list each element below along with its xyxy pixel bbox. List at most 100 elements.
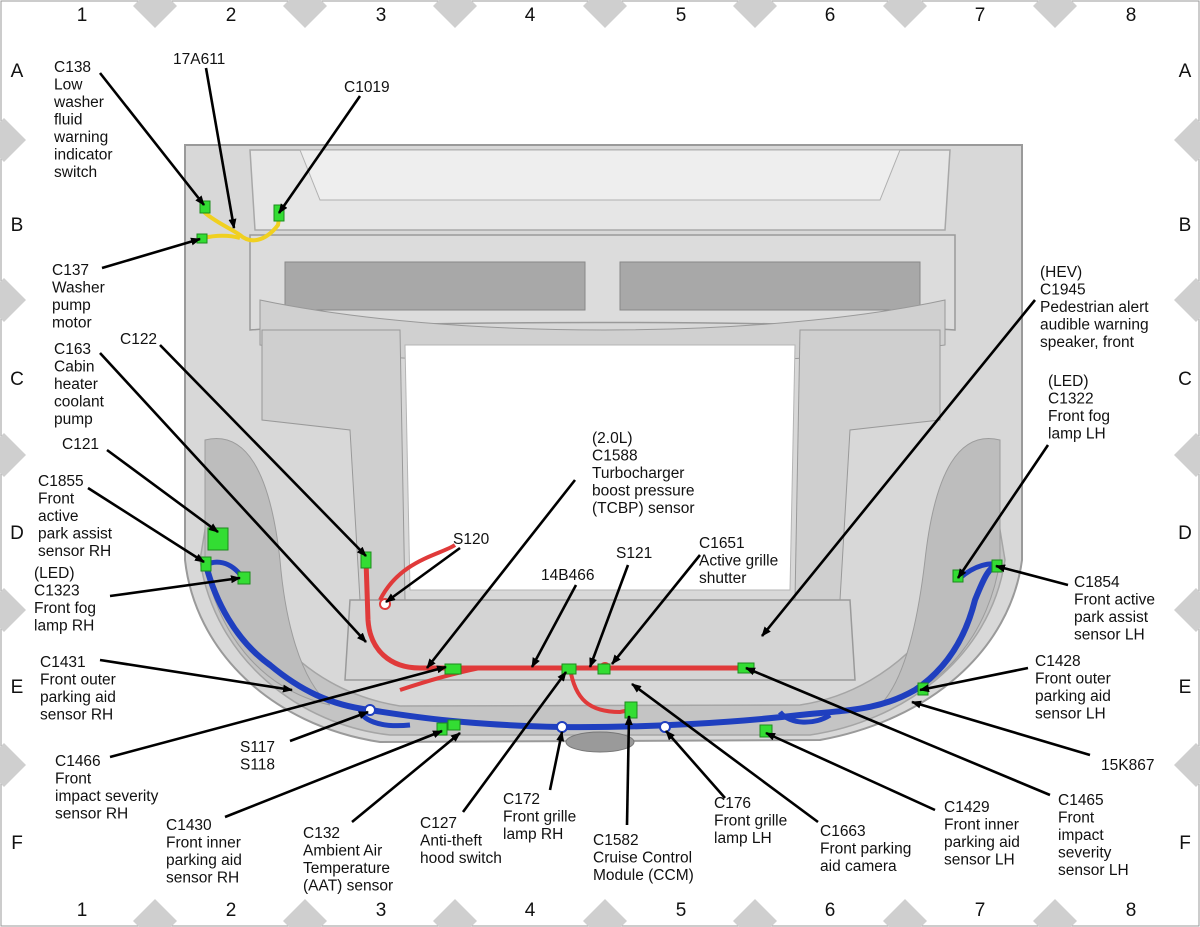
callout-line: (2.0L) [592, 430, 633, 447]
grid-row-label: A [1179, 61, 1192, 82]
harness-yellow-branch [203, 233, 241, 240]
callout-line: Front inner [166, 835, 241, 852]
callout-line: switch [54, 164, 97, 181]
grid-col-label: 8 [1126, 900, 1137, 921]
callout-line: Ambient Air [303, 843, 382, 860]
callout-15k867: 15K867 [1101, 757, 1154, 774]
leader-17a611 [204, 67, 237, 229]
callout-line: Front inner [944, 817, 1019, 834]
callout-line: parking aid [166, 852, 242, 869]
callout-line: Cruise Control [593, 850, 692, 867]
callout-line: park assist [1074, 609, 1149, 626]
callout-line: active [38, 508, 79, 525]
callout-line: C1323 [34, 583, 80, 600]
leader-c1588 [425, 479, 577, 669]
callout-line: warning [53, 129, 108, 146]
grid-marker [133, 899, 177, 927]
callout-line: Front active [1074, 592, 1155, 609]
callout-line: C1945 [1040, 282, 1086, 299]
harness-blue-drop-2 [778, 710, 832, 725]
leader-c1429 [765, 731, 936, 812]
grid-col-label: 2 [226, 5, 237, 26]
callout-line: Front [38, 491, 75, 508]
grid-row-label: B [1179, 215, 1192, 236]
grid-marker [1174, 743, 1200, 787]
leader-c1465 [745, 666, 1051, 797]
harness-red [363, 559, 750, 671]
grid-row-label: C [10, 369, 24, 390]
callout-s121: S121 [616, 545, 652, 562]
callout-line: heater [54, 376, 98, 393]
leader-c1651 [610, 554, 702, 665]
callout-line: sensor RH [55, 806, 128, 823]
callout-c121: C121 [62, 436, 99, 453]
callout-line: S120 [453, 531, 490, 548]
grid-labels-left: A B C D E F [10, 61, 24, 854]
grid-col-label: 5 [676, 900, 687, 921]
grid-row-label: D [10, 523, 24, 544]
callout-line: lamp LH [714, 830, 772, 847]
callout-line: indicator [54, 147, 113, 164]
callout-line: boost pressure [592, 483, 695, 500]
grid-col-label: 3 [376, 900, 387, 921]
callout-line: pump [52, 297, 91, 314]
callout-line: C1429 [944, 799, 990, 816]
grid-col-label: 4 [525, 5, 536, 26]
grid-col-label: 1 [77, 900, 88, 921]
callout-line: C1322 [1048, 391, 1094, 408]
leader-c122 [159, 344, 367, 557]
callout-line: C1588 [592, 448, 638, 465]
grid-row-label: B [11, 215, 24, 236]
leader-c1855 [87, 486, 205, 564]
callout-line: sensor RH [40, 707, 113, 724]
grid-row-label: D [1178, 523, 1192, 544]
leader-c132 [351, 731, 461, 824]
harness-red-branch-2 [399, 666, 481, 692]
grid-marker [883, 899, 927, 927]
grid-marker [583, 0, 627, 28]
callout-line: sensor LH [944, 852, 1015, 869]
callout-line: severity [1058, 845, 1112, 862]
grid-marker [1033, 0, 1077, 28]
emblem [565, 731, 635, 753]
leader-c127 [461, 671, 568, 813]
grid-marker [0, 743, 26, 787]
callout-line: C1428 [1035, 653, 1081, 670]
grid-col-label: 4 [525, 900, 536, 921]
callout-line: aid camera [820, 858, 897, 875]
callout-line: parking aid [944, 834, 1020, 851]
callout-line: C1430 [166, 817, 212, 834]
connector-c127 [561, 663, 577, 675]
callout-line: fluid [54, 112, 82, 129]
callout-line: Front fog [1048, 408, 1110, 425]
leader-c1945 [760, 299, 1037, 637]
callout-line: (AAT) sensor [303, 878, 393, 895]
callout-line: 15K867 [1101, 757, 1154, 774]
grid-col-label: 2 [226, 900, 237, 921]
leader-s120 [385, 546, 461, 604]
leader-c1466 [109, 665, 447, 759]
grid-marker [583, 899, 627, 927]
grid-row-label: F [1179, 833, 1191, 854]
callout-line: C121 [62, 436, 99, 453]
callout-line: impact severity [55, 788, 159, 805]
callout-line: Front [55, 771, 92, 788]
grid-col-label: 7 [975, 900, 986, 921]
grid-marker [0, 278, 26, 322]
connector-c1651 [597, 663, 611, 675]
callout-line: parking aid [1035, 688, 1111, 705]
callout-line: Anti-theft [420, 833, 483, 850]
callout-line: C122 [120, 331, 157, 348]
harness-blue [203, 562, 1001, 731]
